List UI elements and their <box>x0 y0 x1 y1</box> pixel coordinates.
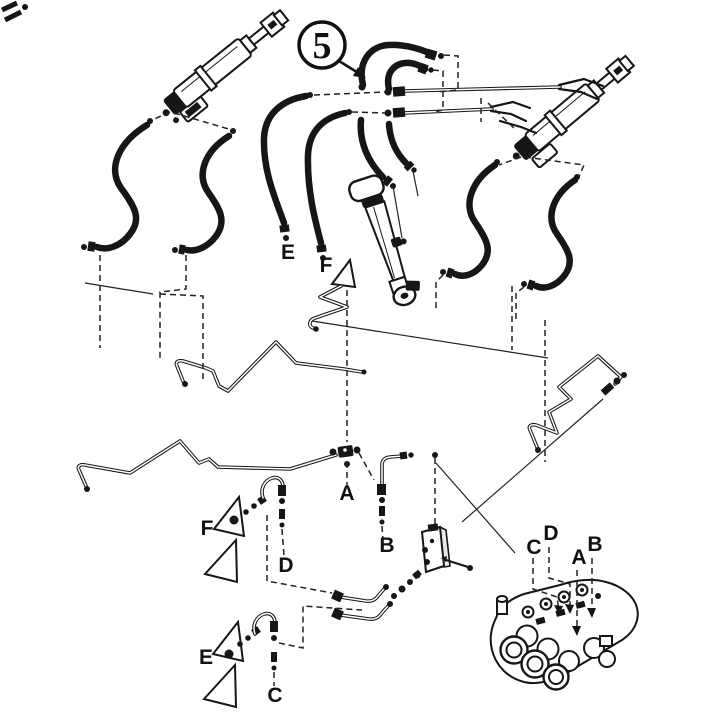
label-valve-a: A <box>571 546 586 569</box>
fork-end <box>557 77 605 88</box>
arc-hose-1 <box>358 41 444 91</box>
s-hose-left-1 <box>81 118 153 252</box>
tubeline-lower-zigzag <box>76 439 338 492</box>
cylinder-body <box>173 38 252 108</box>
ferrule <box>417 62 429 75</box>
elbow-tube-b <box>377 451 414 525</box>
tubeline-upper-zigzag <box>174 340 367 393</box>
elbow-tube-pair <box>331 584 393 621</box>
ferrule <box>377 484 386 495</box>
bolt <box>441 556 473 571</box>
label-fitting-a: A <box>339 482 354 505</box>
hose-e <box>260 92 313 241</box>
s-hose-right-1 <box>440 159 500 279</box>
label-hose-e: E <box>281 241 295 264</box>
center-hose-1 <box>357 116 396 189</box>
pivot <box>229 515 239 525</box>
ferrule <box>392 107 406 118</box>
callout-5: 5 <box>297 20 366 78</box>
ferrule <box>392 86 406 97</box>
center-tilt-cylinder <box>348 174 420 307</box>
label-fitting-c: C <box>267 684 282 707</box>
ferrule <box>382 175 393 187</box>
ferrule <box>424 48 438 61</box>
collar <box>543 109 569 137</box>
ferrule <box>600 382 615 396</box>
callout-number: 5 <box>313 25 332 67</box>
control-valve-block <box>489 578 639 691</box>
hose-f <box>304 109 352 261</box>
fork-end <box>489 100 532 110</box>
ferrule <box>316 244 327 253</box>
label-fitting-d: D <box>278 554 293 577</box>
label-hose-f: F <box>320 254 333 277</box>
right-lift-cylinder <box>512 54 636 169</box>
center-hose-2 <box>385 120 417 173</box>
port-block <box>163 91 187 115</box>
labels: E F A B F D E C C D A B <box>199 241 603 707</box>
label-fitting-b: B <box>379 534 394 557</box>
mounting-plate <box>391 523 473 599</box>
corner-fitting <box>0 0 28 23</box>
bracket-assembly-e <box>202 611 278 709</box>
collar <box>193 64 219 92</box>
s-hose-left-2 <box>172 128 236 255</box>
side-port <box>390 236 403 248</box>
steel-tube-lower <box>384 100 538 135</box>
bracket-assembly-f <box>203 475 286 584</box>
callout-circle <box>297 20 347 70</box>
label-valve-c: C <box>526 536 541 559</box>
steel-tube-upper <box>384 77 605 101</box>
ferrule <box>279 224 290 233</box>
label-valve-d: D <box>543 522 558 545</box>
ferrule <box>403 160 415 172</box>
tee-fitting-a <box>329 445 361 467</box>
label-valve-b: B <box>587 533 602 556</box>
label-bracket-f: F <box>201 517 214 540</box>
pivot <box>224 649 234 659</box>
clip <box>498 119 538 135</box>
sigma-bracket-upper <box>308 257 357 332</box>
s-hose-right-2 <box>521 174 580 291</box>
dashed-leaders <box>99 54 596 686</box>
cylinder-body <box>524 83 600 152</box>
label-bracket-e: E <box>199 646 213 669</box>
solid-leaders <box>84 170 604 554</box>
left-lift-cylinder <box>162 8 290 124</box>
tubeline-right-assembly <box>527 354 627 453</box>
